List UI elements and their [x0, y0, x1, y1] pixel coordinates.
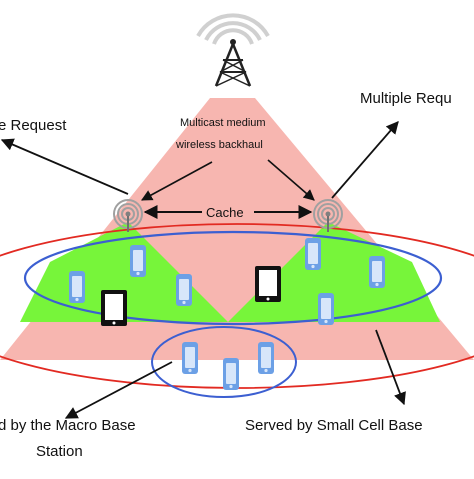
small-cell-ellipse	[23, 230, 443, 326]
small-cell-served-label: Served by Small Cell Base	[245, 417, 423, 434]
multiple-request-arrow	[331, 121, 399, 199]
backhaul-arrow-right	[267, 159, 315, 201]
smartphone-icon	[182, 342, 198, 374]
macro-served-ellipse	[151, 326, 297, 398]
smartphone-icon	[305, 238, 321, 270]
smartphone-icon	[176, 274, 192, 306]
small-cell-coverage-right	[228, 222, 440, 322]
smartphone-icon	[130, 245, 146, 277]
single-request-label: e Request	[0, 117, 67, 134]
smartphone-icon	[223, 358, 239, 390]
smartphone-icon	[258, 342, 274, 374]
smartphone-icon	[69, 271, 85, 303]
macro-served-arrow	[64, 361, 173, 419]
tablet-icon	[101, 290, 127, 326]
backhaul-arrow-left	[141, 161, 213, 201]
macro-tower-icon	[196, 13, 270, 87]
single-request-arrow	[0, 138, 129, 195]
smartphone-icon	[318, 293, 334, 325]
small-cell-served-arrow	[375, 329, 406, 406]
macro-served-label-line1: d by the Macro Base	[0, 417, 136, 434]
smartphone-icon	[369, 256, 385, 288]
cache-label: Cache	[206, 205, 244, 220]
backhaul-label-line1: Multicast medium	[180, 117, 266, 129]
tablet-icon	[255, 266, 281, 302]
multiple-request-label: Multiple Requ	[360, 90, 452, 107]
macro-served-label-line2: Station	[36, 443, 83, 460]
backhaul-label-line2: wireless backhaul	[176, 139, 263, 151]
